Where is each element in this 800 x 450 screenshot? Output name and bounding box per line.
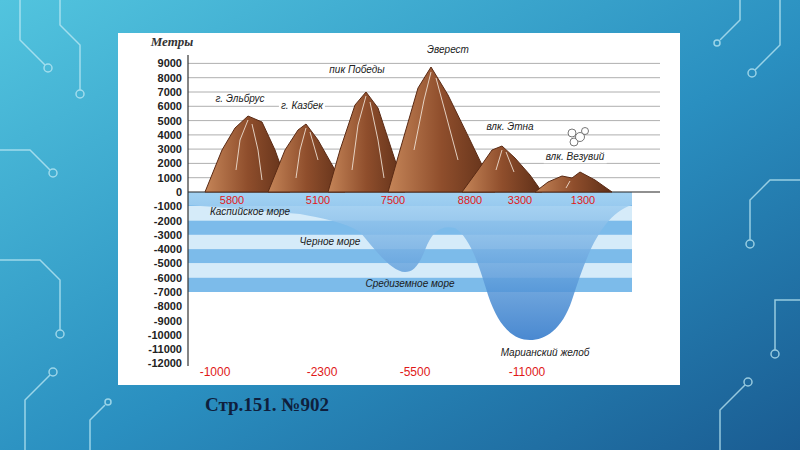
- axis-tick-label: 4000: [157, 129, 183, 142]
- axis-tick-label: -2000: [153, 214, 183, 227]
- depth-value: -5500: [400, 366, 431, 380]
- sea-name: Каспийское море: [210, 206, 290, 218]
- sea-name: Марианский желоб: [501, 347, 590, 359]
- depth-value: -1000: [200, 366, 231, 380]
- height-value: 1300: [571, 194, 595, 207]
- volcano-etna: [462, 146, 542, 192]
- peak-name: г. Эльбрус: [213, 93, 266, 105]
- height-value: 3300: [508, 194, 532, 207]
- axis-tick-label: -5000: [153, 257, 183, 270]
- axis-tick-label: -10000: [147, 329, 183, 342]
- peak-name: влк. Этна: [484, 121, 535, 133]
- volcano-smoke: [568, 128, 589, 147]
- axis-tick-label: -12000: [147, 357, 183, 370]
- axis-tick-label: -9000: [153, 314, 183, 327]
- axis-line: [187, 55, 188, 366]
- peak-name: пик Победы: [327, 64, 386, 76]
- axis-tick-label: -11000: [147, 343, 183, 356]
- volcano-vesuvius: [535, 172, 612, 192]
- axis-tick-label: 6000: [157, 100, 183, 113]
- axis-tick-label: 7000: [157, 86, 183, 99]
- depth-value: -2300: [307, 366, 338, 380]
- depth-value: -11000: [509, 366, 545, 380]
- sea-name: Черное море: [300, 236, 361, 248]
- peak-name: Эверест: [425, 44, 471, 56]
- axis-tick-label: -7000: [153, 286, 183, 299]
- axis-tick-label: -8000: [153, 300, 183, 313]
- height-value: 5100: [306, 194, 330, 207]
- axis-tick-label: 9000: [157, 57, 183, 70]
- axis-tick-label: 2000: [157, 157, 183, 170]
- axis-tick-label: 0: [175, 186, 183, 199]
- axis-tick-label: -6000: [153, 271, 183, 284]
- height-value: 5800: [220, 194, 244, 207]
- peak-name: г. Казбек: [279, 100, 325, 112]
- caption: Стр.151. №902: [205, 394, 329, 416]
- axis-tick-label: -3000: [153, 229, 183, 242]
- height-value: 7500: [381, 194, 405, 207]
- peak-name: влк. Везувий: [544, 151, 607, 163]
- axis-tick-label: -1000: [153, 200, 183, 213]
- slope-highlights: [236, 72, 570, 188]
- axis-tick-label: 8000: [157, 71, 183, 84]
- axis-tick-label: -4000: [153, 243, 183, 256]
- axis-tick-label: 5000: [157, 114, 183, 127]
- sea-floor-profile: [188, 192, 632, 340]
- axis-title: Метры: [149, 35, 196, 50]
- height-value: 8800: [458, 194, 482, 207]
- figure-panel: [118, 33, 680, 385]
- mountains: [205, 67, 612, 192]
- axis-tick-label: 1000: [157, 171, 183, 184]
- sea-name: Средиземное море: [365, 278, 454, 290]
- axis-tick-label: 3000: [157, 143, 183, 156]
